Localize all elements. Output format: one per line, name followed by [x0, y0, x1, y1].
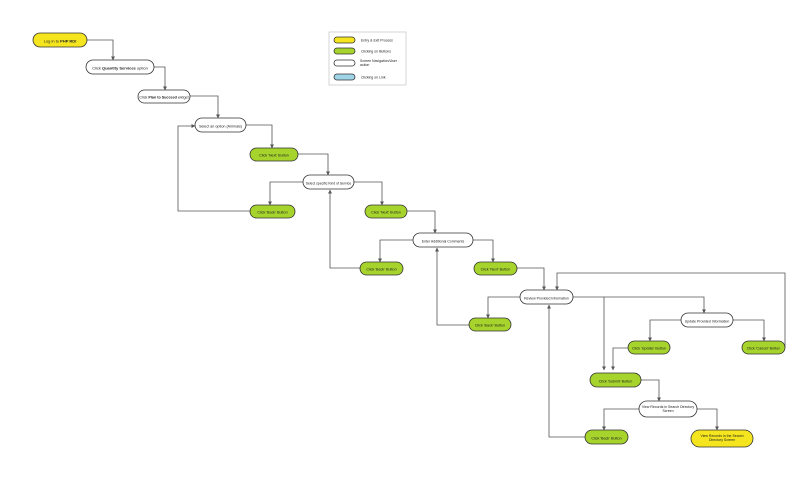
edge-login-to-quantity: [87, 39, 115, 61]
svg-text:Click 'Next' Button: Click 'Next' Button: [481, 267, 511, 271]
svg-text:Enter Additional Comments: Enter Additional Comments: [422, 239, 465, 243]
legend: Entry & Exit Process Clicking on Buttons…: [328, 31, 407, 86]
svg-text:Click 'Back' Button: Click 'Back' Button: [257, 210, 287, 214]
node-update-button: Click 'Update' Button: [627, 340, 671, 355]
node-plan-widget: Click Plan to Succeed widget: [137, 89, 191, 104]
node-additional-comments: Enter Additional Comments: [412, 232, 474, 248]
node-login: Log in to PHP RDI: [32, 32, 88, 48]
edge-comments-to-next3: [473, 239, 495, 263]
legend-item-entry-exit: Entry & Exit Process: [333, 36, 393, 44]
node-view-records: View Records in Search Directory Screen: [638, 400, 698, 418]
svg-text:Click 'Submit' Button: Click 'Submit' Button: [599, 379, 633, 383]
edge-plan-to-select: [190, 95, 220, 119]
node-review-information: Review Provided Information: [519, 289, 574, 305]
edge-cancel-to-review: [555, 272, 786, 348]
edge-update-info-to-cancel: [733, 319, 766, 342]
edge-comments-to-back2: [378, 239, 413, 263]
edge-view-to-back4: [602, 408, 639, 431]
svg-text:Click Plan to Succeed widget: Click Plan to Succeed widget: [139, 95, 188, 99]
node-cancel-button: Click 'Cancel' Button: [741, 340, 786, 355]
svg-text:Click 'Back' Button: Click 'Back' Button: [591, 436, 621, 440]
svg-text:Click 'Back' Button: Click 'Back' Button: [475, 323, 505, 327]
svg-text:Select specific Kind of Servic: Select specific Kind of Service: [306, 181, 352, 185]
edge-next3-to-review: [517, 267, 546, 291]
legend-item-screen-navigation: Screen Navigation/User action: [333, 59, 397, 67]
node-back-button-2: Click 'Back' Button: [359, 261, 404, 276]
edge-next2-to-comments: [407, 210, 437, 234]
edge-review-to-back3: [486, 296, 520, 319]
node-next-button-3: Click 'Next' Button: [473, 261, 518, 276]
svg-text:Click Quantity Services option: Click Quantity Services option: [92, 65, 148, 70]
node-back-button-3: Click 'Back' Button: [468, 317, 512, 332]
edge-select-to-next1: [246, 124, 274, 149]
node-update-information: Update Provided Information: [680, 312, 734, 328]
edge-next1-to-kind: [298, 153, 330, 176]
edge-update-btn-to-submit: [611, 347, 628, 371]
node-select-option: Select an option (Animals): [194, 117, 247, 133]
node-next-button-2: Click 'Next' Button: [364, 204, 408, 219]
node-back-button-4: Click 'Back' Button: [584, 429, 629, 445]
legend-item-clicking-link: Clicking on Link: [333, 73, 386, 81]
svg-text:Log in to PHP RDI: Log in to PHP RDI: [44, 38, 77, 43]
svg-text:Clicking on Link: Clicking on Link: [361, 76, 386, 80]
svg-text:Review Provided Information: Review Provided Information: [524, 296, 569, 300]
edge-back2-to-kind: [328, 189, 360, 269]
node-next-button-1: Click 'Next' Button: [249, 147, 299, 162]
node-quantity-services: Click Quantity Services option: [85, 59, 155, 75]
svg-text:Update Provided Information: Update Provided Information: [685, 319, 730, 323]
edge-kind-to-back1: [268, 181, 303, 206]
svg-text:Click 'Back' Button: Click 'Back' Button: [366, 267, 396, 271]
edge-quantity-to-plan: [154, 66, 167, 91]
connector-lines: [87, 39, 786, 438]
svg-text:Click 'Cancel' Button: Click 'Cancel' Button: [747, 346, 781, 350]
svg-text:Entry & Exit Process: Entry & Exit Process: [361, 39, 393, 43]
edge-back4-to-review: [547, 304, 585, 438]
svg-text:Clicking on Buttons: Clicking on Buttons: [361, 50, 391, 54]
edge-kind-to-next2: [354, 181, 384, 206]
edge-update-info-to-update-btn: [648, 319, 681, 342]
edge-back3-to-comments: [435, 247, 469, 326]
edge-back1-to-select: [177, 124, 250, 212]
svg-text:Click 'Next' Button: Click 'Next' Button: [259, 153, 289, 157]
node-back-button-1: Click 'Back' Button: [249, 204, 296, 219]
edge-submit-to-view: [641, 379, 661, 402]
legend-item-clicking-buttons: Clicking on Buttons: [333, 47, 391, 55]
svg-text:Click 'Update' Button: Click 'Update' Button: [632, 346, 666, 350]
svg-text:Select an option (Animals): Select an option (Animals): [199, 124, 242, 128]
node-exit-view-records: View Records in the Search Directory Scr…: [690, 429, 754, 448]
edge-review-to-update-info: [573, 296, 706, 314]
edge-view-to-exit: [697, 408, 719, 431]
node-select-kind: Select specific Kind of Service: [302, 174, 355, 190]
svg-text:Click 'Next' Button: Click 'Next' Button: [371, 210, 401, 214]
node-submit-button: Click 'Submit' Button: [589, 372, 642, 388]
